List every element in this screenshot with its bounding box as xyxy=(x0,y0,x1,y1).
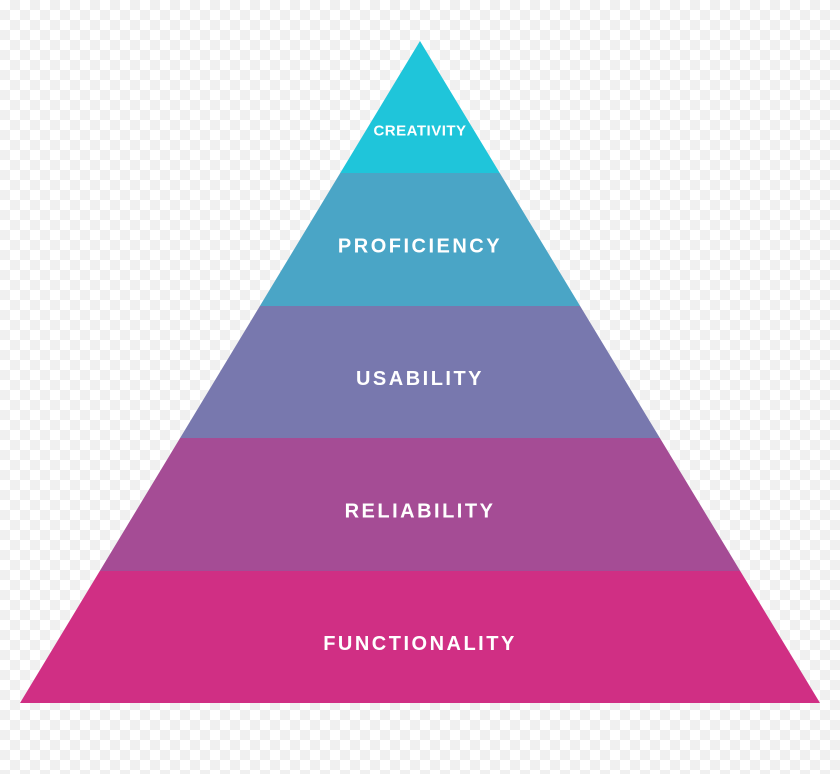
tier-reliability xyxy=(99,438,741,571)
tier-proficiency xyxy=(259,173,581,306)
tier-label-usability: USABILITY xyxy=(356,368,484,390)
tier-label-creativity: CREATIVITY xyxy=(373,123,466,140)
tier-functionality xyxy=(20,571,820,703)
tier-usability xyxy=(180,306,660,438)
tier-label-functionality: FUNCTIONALITY xyxy=(323,633,517,655)
tier-label-proficiency: PROFICIENCY xyxy=(338,236,502,258)
tier-label-reliability: RELIABILITY xyxy=(345,501,496,523)
tier-creativity xyxy=(340,41,500,173)
